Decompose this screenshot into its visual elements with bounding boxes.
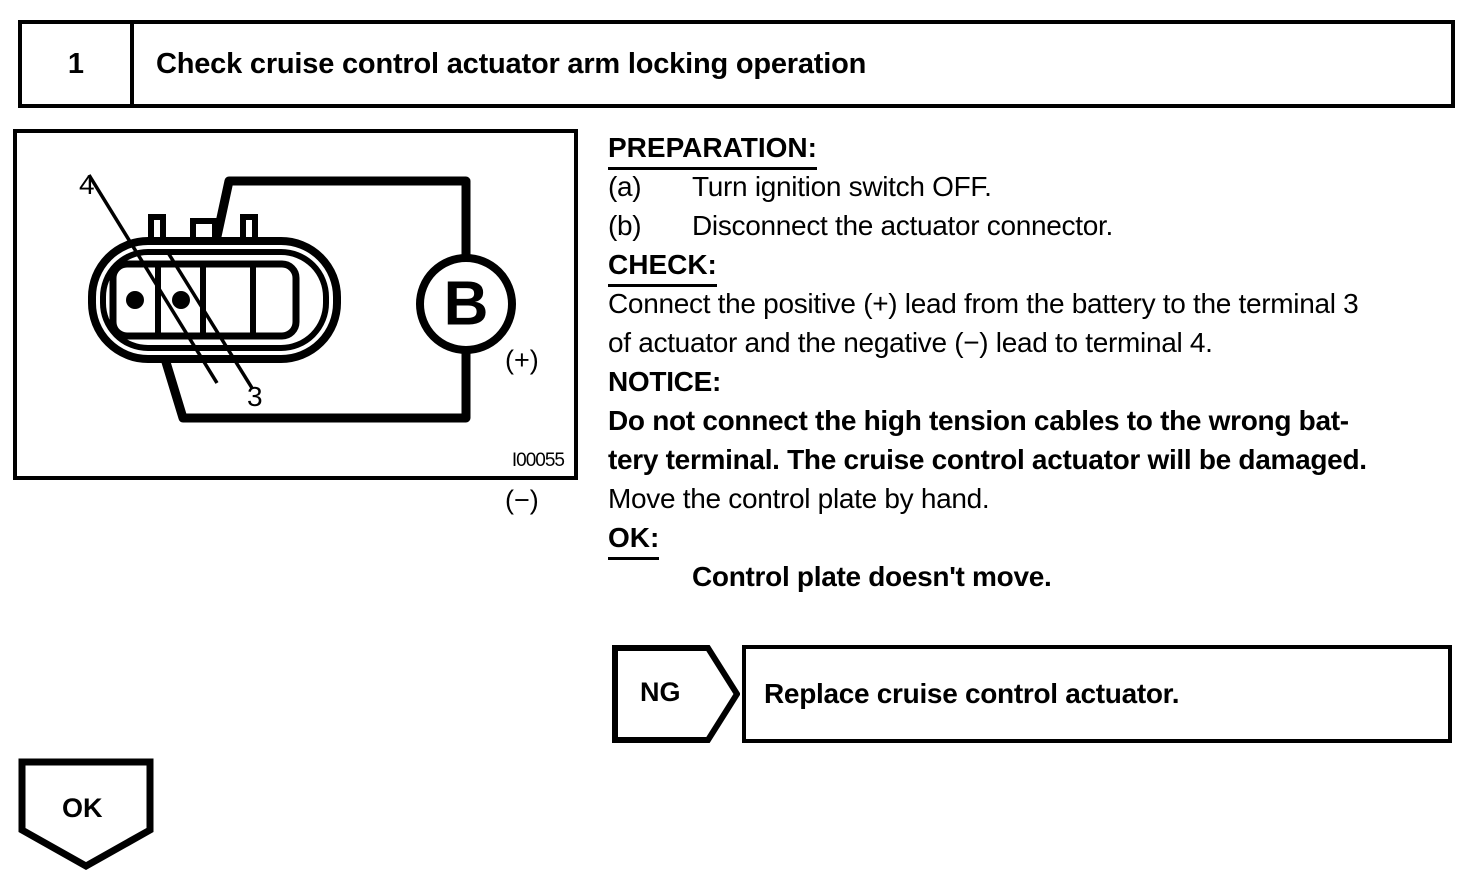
action-line: Move the control plate by hand. xyxy=(608,483,990,514)
callout-4-leader xyxy=(87,174,219,384)
preparation-heading-row: PREPARATION: xyxy=(608,128,1464,170)
terminal-3-contact-dot xyxy=(172,291,190,309)
ng-arrow-shape xyxy=(612,645,740,743)
step-title: Check cruise control actuator arm lockin… xyxy=(156,47,867,80)
callout-label-4: 4 xyxy=(79,169,95,200)
battery-symbol-letter: B xyxy=(444,270,489,339)
figure-box: B 4 3 (+) (−) I00055 xyxy=(13,129,578,515)
callout-label-3: 3 xyxy=(247,381,263,412)
check-heading: CHECK: xyxy=(608,245,717,287)
actuator-connector-battery-diagram: B xyxy=(87,174,516,423)
step-number: 1 xyxy=(22,24,134,104)
step-header-bar: 1 Check cruise control actuator arm lock… xyxy=(18,20,1455,108)
ok-label: OK xyxy=(62,793,103,823)
ng-label: NG xyxy=(640,677,681,707)
check-line-1: Connect the positive (+) lead from the b… xyxy=(608,288,1359,319)
ok-heading-row: OK: xyxy=(608,518,1464,560)
preparation-step-a-text: Turn ignition switch OFF. xyxy=(692,171,992,202)
ng-result-box: Replace cruise control actuator. xyxy=(742,645,1452,743)
notice-heading: NOTICE: xyxy=(608,366,722,397)
ok-arrow-shape xyxy=(18,758,154,870)
preparation-step-b-mark: (b) xyxy=(608,210,642,241)
preparation-step-b: (b) Disconnect the actuator connector. xyxy=(608,206,1464,245)
connector-tab-center xyxy=(190,218,218,241)
preparation-step-b-text: Disconnect the actuator connector. xyxy=(692,210,1113,241)
battery-positive-label: (+) xyxy=(505,345,539,375)
preparation-step-a-mark: (a) xyxy=(608,171,642,202)
ok-heading: OK: xyxy=(608,518,660,560)
connector-tab-left xyxy=(148,214,166,241)
ng-branch: NG Replace cruise control actuator. xyxy=(612,645,1452,743)
callout-3-leader xyxy=(165,250,254,389)
battery-negative-label: (−) xyxy=(505,485,539,515)
check-heading-row: CHECK: xyxy=(608,245,1464,287)
instruction-text-column: PREPARATION: (a) Turn ignition switch OF… xyxy=(608,128,1464,596)
notice-line-2: tery terminal. The cruise control actuat… xyxy=(608,444,1367,475)
ng-result-text: Replace cruise control actuator. xyxy=(764,678,1180,709)
ok-branch: OK xyxy=(18,758,158,870)
terminal-4-contact-dot xyxy=(126,291,144,309)
figure-id-label: I00055 xyxy=(511,450,565,471)
preparation-heading: PREPARATION: xyxy=(608,128,817,170)
notice-line-1: Do not connect the high tension cables t… xyxy=(608,405,1349,436)
ok-result-text: Control plate doesn't move. xyxy=(692,561,1052,592)
check-line-2: of actuator and the negative (−) lead to… xyxy=(608,327,1213,358)
battery-circle xyxy=(416,254,516,354)
preparation-step-a: (a) Turn ignition switch OFF. xyxy=(608,167,1464,206)
connector-tab-right xyxy=(240,214,258,241)
